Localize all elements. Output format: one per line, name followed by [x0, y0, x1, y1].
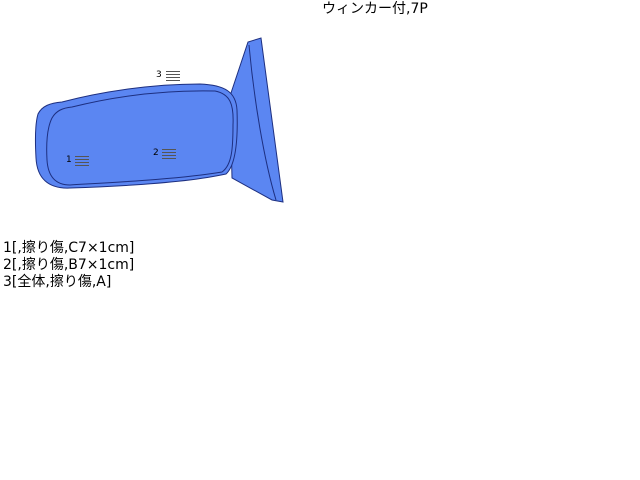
vehicle-note: ウィンカー付,7P — [322, 1, 428, 17]
mirror-base — [229, 37, 284, 203]
mirror-glass — [46, 90, 234, 186]
marker-lines-icon — [166, 71, 180, 81]
damage-marker-1: 1 — [66, 155, 89, 166]
damage-item-3: 3[全体,擦り傷,A] — [3, 274, 112, 290]
damage-marker-2: 2 — [153, 148, 176, 159]
mirror-housing — [34, 83, 238, 189]
marker-lines-icon — [75, 156, 89, 166]
marker-label-3: 3 — [156, 70, 162, 80]
damage-item-1: 1[,擦り傷,C7×1cm] — [3, 240, 135, 256]
marker-label-1: 1 — [66, 155, 72, 165]
mirror-diagram: 3 2 1 — [34, 37, 284, 203]
damage-item-2: 2[,擦り傷,B7×1cm] — [3, 257, 135, 273]
damage-list: 1[,擦り傷,C7×1cm] 2[,擦り傷,B7×1cm] 3[全体,擦り傷,A… — [3, 240, 134, 291]
marker-label-2: 2 — [153, 148, 159, 158]
marker-lines-icon — [162, 149, 176, 159]
damage-marker-3: 3 — [156, 70, 180, 81]
mirror-base-edge — [248, 44, 277, 201]
